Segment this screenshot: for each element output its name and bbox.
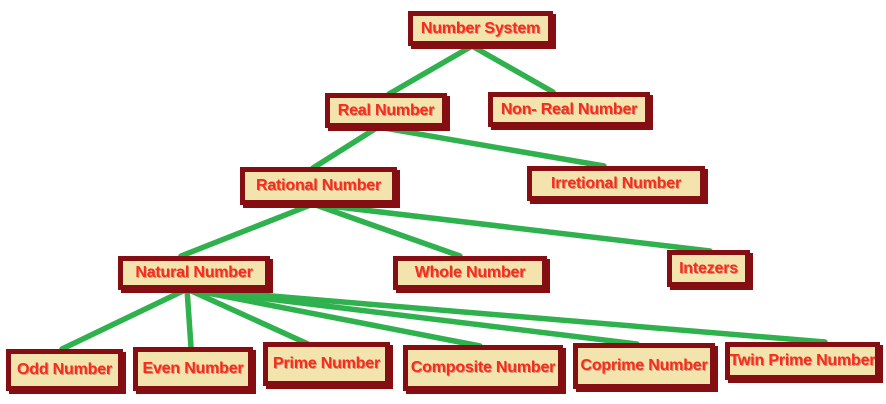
node-label-odd-number: Odd Number [17,361,112,378]
node-coprime-number: Coprime Number [573,343,715,389]
node-odd-number: Odd Number [6,349,123,391]
node-intezers: Intezers [667,250,750,287]
node-prime-number: Prime Number [263,342,390,386]
node-twin-prime-number: Twin Prime Number [725,342,880,380]
node-label-number-system: Number System [420,19,541,37]
connector-number-system-to-non-real-number [469,43,556,95]
node-label-rational-number: Rational Number [255,177,382,194]
connector-natural-number-to-twin-prime-number [184,286,828,345]
node-composite-number: Composite Number [403,345,563,391]
node-label-natural-number: Natural Number [135,264,253,281]
node-label-irretional-number: Irretional Number [551,174,681,192]
connector-rational-number-to-whole-number [310,201,463,259]
node-label-non-real-number: Non- Real Number [500,100,638,118]
connector-natural-number-to-prime-number [184,286,311,347]
connector-natural-number-to-even-number [184,286,194,350]
node-whole-number: Whole Number [393,256,547,290]
connector-number-system-to-real-number [386,43,475,97]
node-label-real-number: Real Number [337,101,435,119]
connector-natural-number-to-odd-number [59,286,190,352]
connector-rational-number-to-intezers [310,201,713,254]
node-label-whole-number: Whole Number [414,264,526,281]
node-label-composite-number: Composite Number [410,359,556,376]
connector-natural-number-to-composite-number [184,286,483,349]
connector-rational-number-to-natural-number [178,201,316,259]
node-real-number: Real Number [325,93,447,128]
node-number-system: Number System [408,11,553,46]
node-label-even-number: Even Number [142,360,244,377]
node-label-coprime-number: Coprime Number [580,357,708,374]
node-label-twin-prime-number: Twin Prime Number [729,352,876,369]
node-rational-number: Rational Number [240,167,397,205]
connector-real-number-to-irretional-number [375,124,607,169]
node-label-intezers: Intezers [679,259,738,277]
node-non-real-number: Non- Real Number [488,92,650,127]
connector-real-number-to-rational-number [310,124,381,171]
node-irretional-number: Irretional Number [527,166,705,201]
node-label-prime-number: Prime Number [273,355,380,372]
node-even-number: Even Number [133,347,253,391]
node-natural-number: Natural Number [118,256,270,290]
connector-natural-number-to-coprime-number [184,286,640,347]
